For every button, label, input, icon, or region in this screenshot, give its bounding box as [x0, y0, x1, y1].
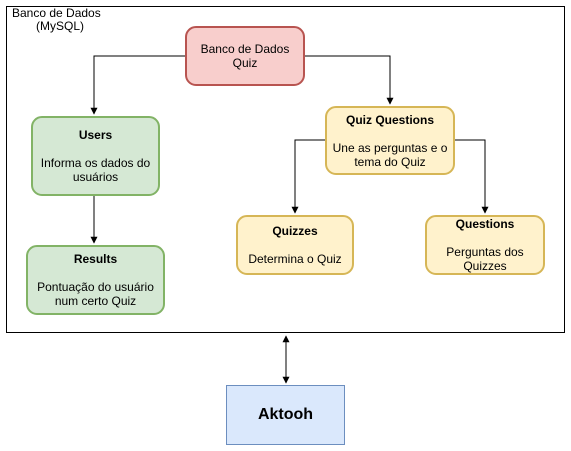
node-results-title: Results	[73, 252, 118, 266]
node-users[interactable]: Users Informa os dados do usuários	[31, 116, 160, 196]
node-quiz-questions[interactable]: Quiz Questions Une as perguntas e o tema…	[325, 106, 455, 175]
node-questions[interactable]: Questions Perguntas dos Quizzes	[425, 215, 545, 275]
node-results-desc-line2: num certo Quiz	[54, 294, 137, 308]
node-root-title-line1: Banco de Dados	[200, 42, 290, 56]
node-quiz-questions-desc-line2: tema do Quiz	[354, 154, 426, 169]
node-banco-de-dados-quiz[interactable]: Banco de Dados Quiz	[185, 26, 305, 86]
node-quiz-questions-title: Quiz Questions	[345, 112, 434, 127]
node-questions-desc-line1: Perguntas dos	[446, 245, 524, 259]
node-quizzes-desc-line1: Determina o Quiz	[248, 252, 342, 266]
node-quiz-questions-desc-line1: Une as perguntas e o	[332, 140, 448, 155]
container-label-line1: Banco de Dados	[12, 6, 101, 20]
node-users-desc-line1: Informa os dados do	[40, 156, 151, 170]
node-results[interactable]: Results Pontuação do usuário num certo Q…	[26, 245, 165, 315]
node-aktooh[interactable]: Aktooh	[226, 385, 345, 445]
node-results-desc-line1: Pontuação do usuário	[37, 280, 154, 294]
node-users-desc-line2: usuários	[72, 170, 119, 184]
node-quizzes-title: Quizzes	[272, 224, 318, 238]
database-container	[6, 6, 565, 333]
node-root-title-line2: Quiz	[232, 56, 258, 70]
node-questions-desc-line2: Quizzes	[463, 259, 507, 273]
edge-quiz-questions-quizzes	[291, 139, 325, 214]
node-aktooh-title: Aktooh	[257, 406, 314, 423]
node-questions-title: Questions	[455, 217, 515, 231]
database-container-label: Banco de Dados (MySQL)	[12, 7, 101, 33]
node-quizzes[interactable]: Quizzes Determina o Quiz	[236, 215, 354, 275]
edge-root-users	[90, 55, 185, 115]
container-label-line2: (MySQL)	[36, 19, 84, 33]
edge-root-quiz-questions	[305, 55, 394, 105]
node-users-title: Users	[78, 128, 113, 142]
edge-quiz-questions-questions	[455, 139, 489, 214]
